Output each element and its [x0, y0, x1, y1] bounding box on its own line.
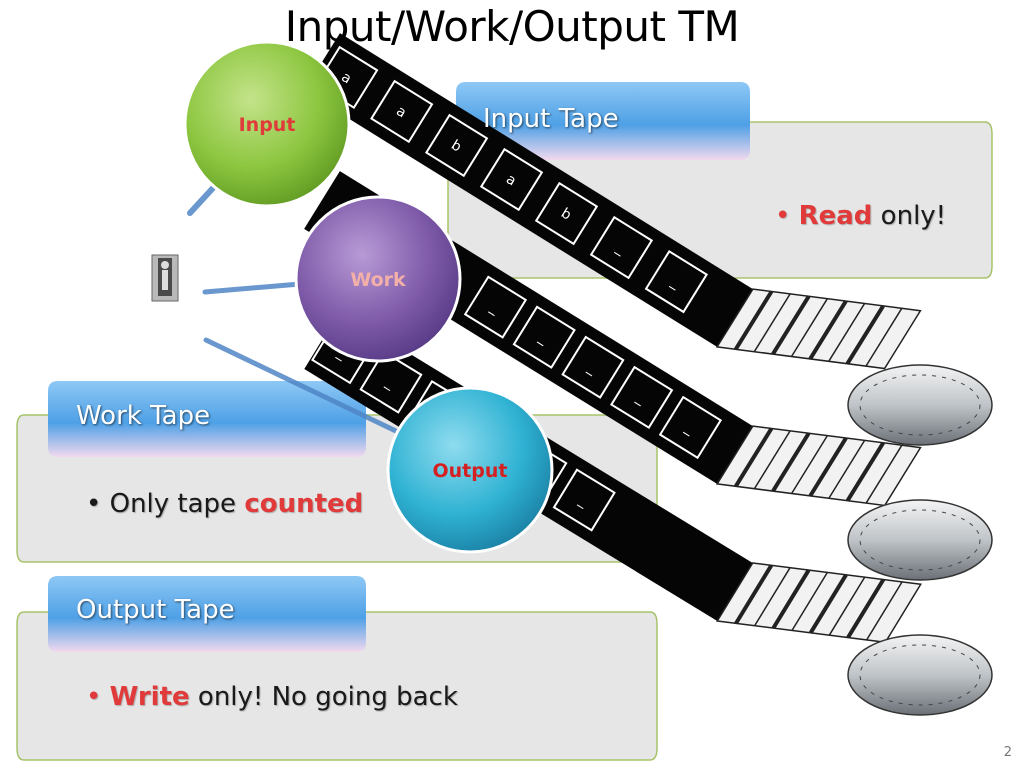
output-tape-cell-border	[552, 468, 616, 532]
output-tape-key-line	[828, 576, 866, 636]
work-tape-bullet-pre: Only tape	[109, 489, 245, 519]
bullet-dot-icon: •	[775, 201, 799, 231]
bullet-dot-icon: •	[86, 682, 110, 712]
work-tape-cell-border	[610, 365, 674, 430]
input-tape-label-tab	[456, 82, 750, 160]
connector-input	[187, 185, 216, 216]
page-title: Input/Work/Output TM	[284, 2, 740, 51]
input-tape-cell-border	[534, 181, 599, 246]
input-tape-roll	[847, 364, 993, 446]
work-tape-cell-border	[658, 395, 723, 460]
work-tape-roll	[847, 499, 993, 581]
output-tape-label-tab	[48, 576, 366, 652]
input-tape-key-line	[771, 295, 811, 356]
person-icon	[151, 254, 179, 302]
output-tape-key-line	[866, 581, 903, 641]
output-tape-key-line	[734, 564, 774, 625]
output-tape-bullet-highlight: Write	[109, 682, 190, 712]
work-circle: Work	[294, 195, 462, 363]
connector-output	[203, 337, 403, 436]
work-tape-key-line	[828, 440, 866, 499]
work-tape-key-line	[771, 432, 811, 493]
work-tape-cell-border	[512, 305, 576, 369]
input-tape-key-line	[790, 298, 828, 357]
work-tape-key-line	[808, 436, 848, 497]
input-tape-key-line	[845, 304, 885, 365]
work-tape-key-line	[753, 430, 791, 490]
input-tape-cell-border	[479, 147, 544, 212]
output-tape-key-line	[753, 567, 791, 627]
input-tape-key-line	[733, 290, 774, 351]
input-circle-label: Input	[239, 114, 296, 136]
connector-work	[202, 281, 303, 295]
output-tape-key-line	[808, 573, 848, 634]
work-tape-cell-border	[463, 275, 528, 339]
input-tape-cell-border	[589, 215, 654, 280]
input-tape-key-line	[808, 300, 848, 360]
output-circle-label: Output	[433, 460, 508, 482]
input-tape-cell-border	[644, 249, 709, 314]
input-tape-cell-border	[370, 79, 434, 144]
work-tape-label: Work Tape	[76, 401, 211, 431]
input-tape-bullet-highlight: Read	[798, 201, 873, 231]
output-tape-cell-border	[359, 350, 423, 414]
work-tape-bullet-highlight: counted	[244, 489, 364, 519]
input-tape-bullet: • Read only!	[775, 201, 946, 231]
input-tape-bullet-rest: only!	[872, 201, 947, 231]
input-tape-label: Input Tape	[483, 104, 619, 134]
work-tape-key-line	[734, 427, 774, 488]
input-circle: Input	[183, 40, 351, 208]
output-tape-label: Output Tape	[76, 595, 235, 625]
output-tape-bullet-rest: only! No going back	[189, 682, 458, 712]
output-tape-bullet: • Write only! No going back	[86, 682, 458, 712]
output-tape-key-line	[846, 578, 886, 639]
output-circle: Output	[386, 386, 554, 554]
bullet-dot-icon: •	[86, 489, 110, 519]
work-tape-cell-border	[561, 335, 625, 399]
work-tape-bullet: • Only tape counted	[86, 489, 363, 519]
output-tape-roll	[847, 634, 993, 716]
output-tape-key-line	[771, 569, 811, 630]
slide-number: 2	[1003, 745, 1012, 760]
input-tape-key-line	[828, 303, 866, 362]
input-tape-cell-border	[424, 113, 489, 178]
work-circle-label: Work	[350, 269, 406, 291]
work-tape-key-line	[865, 444, 903, 504]
work-tape-key-line	[845, 441, 885, 502]
work-tape-label-tab	[48, 381, 366, 457]
input-tape-strip	[304, 33, 753, 347]
output-tape-key-line	[791, 572, 829, 631]
input-tape-key-line	[865, 307, 903, 367]
input-tape-key-line	[753, 293, 791, 353]
work-tape-key-line	[791, 435, 829, 494]
